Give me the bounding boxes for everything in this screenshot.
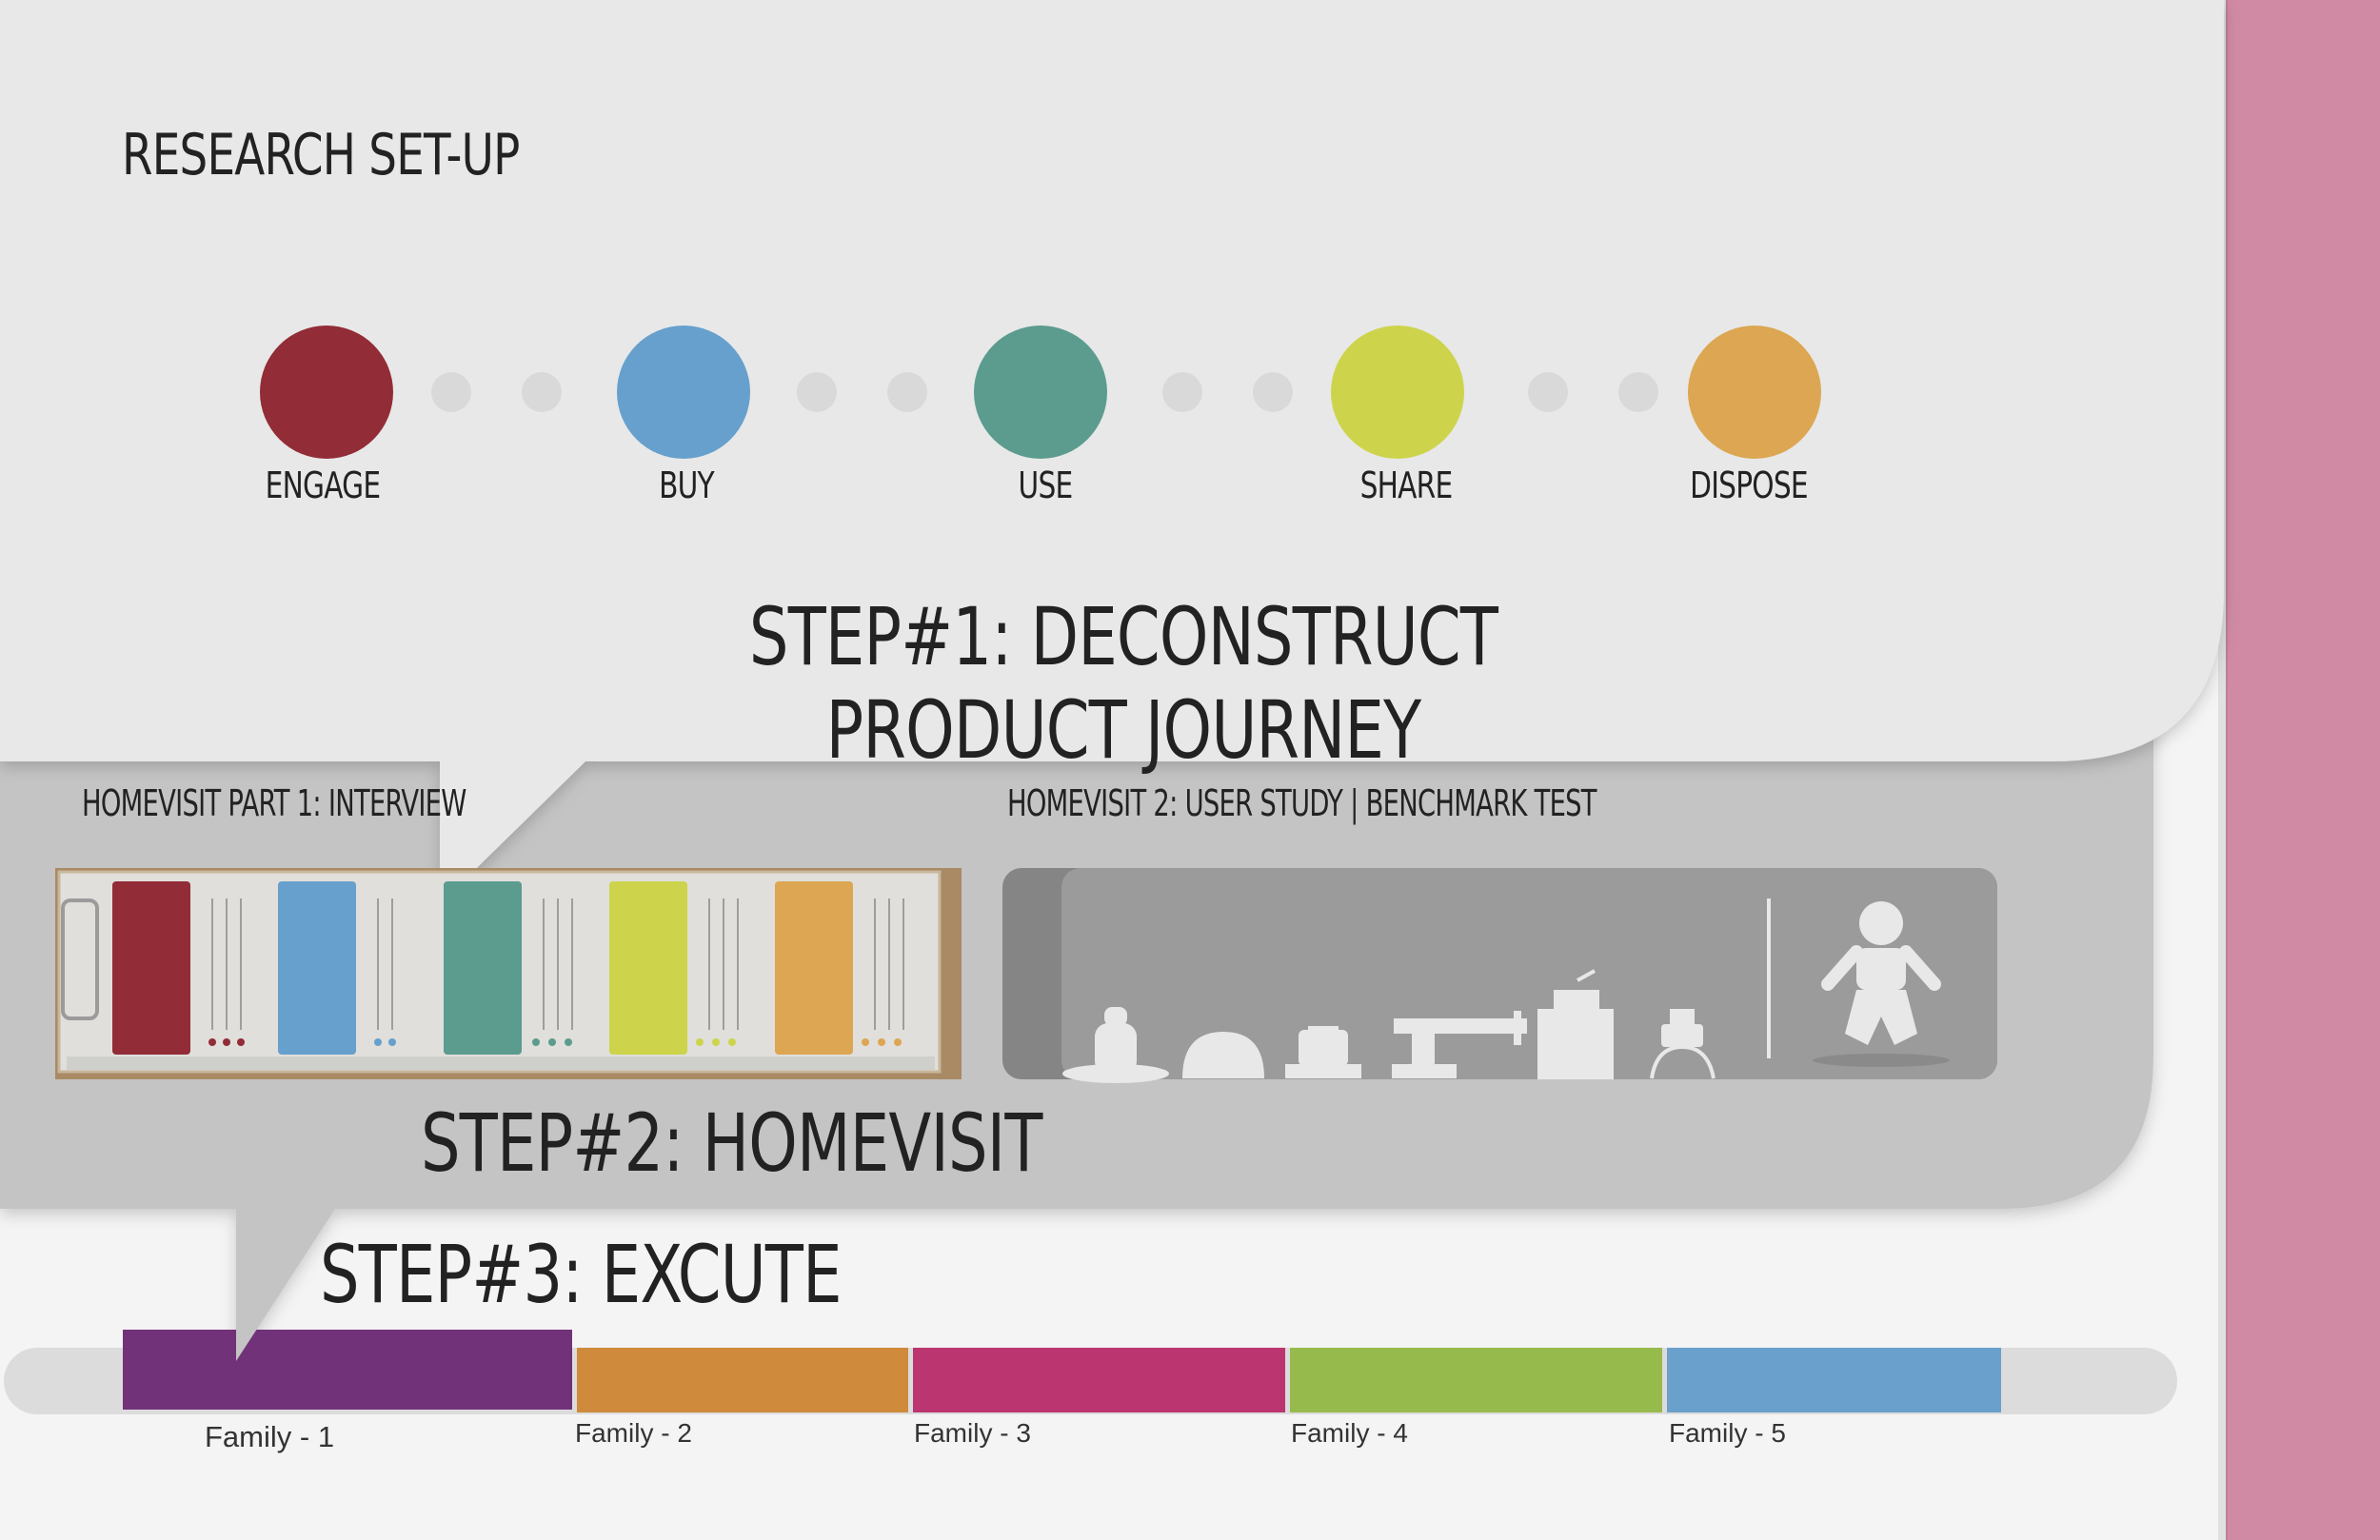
stage-label-buy: BUY: [659, 464, 715, 506]
journey-connector-dots: [431, 372, 1658, 412]
stage-circle-use: [974, 326, 1107, 459]
stage-label-use: USE: [1018, 464, 1074, 506]
stage-circles: [260, 326, 1821, 459]
family-bar-3: [913, 1348, 1285, 1412]
family-bar-1: [123, 1330, 572, 1410]
right-accent-bar: [2226, 0, 2380, 1540]
right-accent-shadow: [2218, 0, 2228, 1540]
family-label-1: Family - 1: [205, 1420, 335, 1453]
homevisit-part1-label: HOMEVISIT PART 1: INTERVIEW: [82, 782, 466, 824]
step3-heading: STEP#3: EXCUTE: [320, 1228, 843, 1321]
family-label-2: Family - 2: [575, 1418, 692, 1448]
step2-heading: STEP#2: HOMEVISIT: [421, 1096, 1042, 1190]
user-study-illustration: [1002, 868, 1997, 1083]
stage-circle-dispose: [1688, 326, 1821, 459]
step1-heading: STEP#1: DECONSTRUCT PRODUCT JOURNEY: [748, 590, 1498, 777]
family-bar-4: [1290, 1348, 1662, 1412]
family-label-5: Family - 5: [1669, 1418, 1786, 1448]
product-silhouettes: [1062, 969, 1716, 1083]
stage-label-dispose: DISPOSE: [1690, 464, 1808, 506]
family-bar-5: [1667, 1348, 2001, 1412]
stage-circle-share: [1331, 326, 1464, 459]
homevisit-part2-label: HOMEVISIT 2: USER STUDY | BENCHMARK TEST: [1007, 782, 1597, 824]
family-label-3: Family - 3: [914, 1418, 1031, 1448]
stage-label-share: SHARE: [1359, 464, 1454, 506]
stage-circle-engage: [260, 326, 393, 459]
step3-pointer: [236, 1209, 335, 1361]
baby-icon: [1813, 901, 1950, 1067]
family-label-4: Family - 4: [1291, 1418, 1408, 1448]
family-bar-2: [577, 1348, 908, 1412]
family-timeline: [4, 1209, 2177, 1414]
stage-label-engage: ENGAGE: [265, 464, 381, 506]
step1-panel: [0, 0, 2224, 904]
bookshelf-illustration: [55, 868, 962, 1079]
page-title: RESEARCH SET-UP: [122, 122, 520, 188]
stage-circle-buy: [617, 326, 750, 459]
